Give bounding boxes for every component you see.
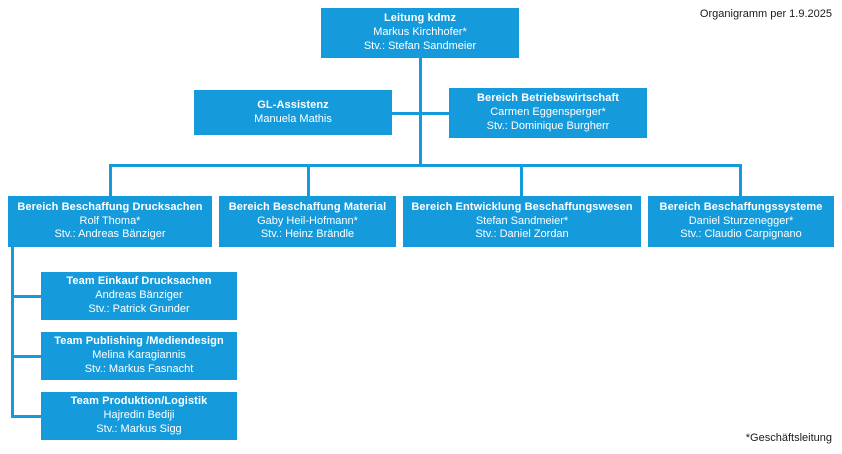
footnote-geschaeftsleitung: *Geschäftsleitung [745, 432, 832, 444]
node-deputy: Stv.: Markus Fasnacht [84, 362, 194, 375]
node-person: Andreas Bänziger [95, 289, 183, 302]
node-person: Stefan Sandmeier* [475, 214, 569, 227]
connector-stub-team-produktion [11, 415, 42, 418]
connector-drop-entwicklung [520, 164, 523, 197]
node-deputy: Stv.: Patrick Grunder [88, 302, 190, 315]
node-title: Bereich Beschaffungssysteme [659, 200, 823, 213]
connector-stub-team-publishing [11, 355, 42, 358]
node-title: Bereich Betriebswirtschaft [477, 92, 619, 105]
node-bereich-entwicklung-beschaffungswesen[interactable]: Bereich Entwicklung Beschaffungswesen St… [403, 196, 641, 247]
connector-drop-beschaffungssysteme [739, 164, 742, 197]
connector-drop-material [307, 164, 310, 197]
node-title: Bereich Beschaffung Material [228, 200, 387, 213]
connector-stub-team-einkauf [11, 295, 42, 298]
node-person: Manuela Mathis [254, 112, 332, 125]
node-team-publishing-mediendesign[interactable]: Team Publishing /Mediendesign Melina Kar… [41, 332, 237, 380]
node-gl-assistenz[interactable]: GL-Assistenz Manuela Mathis [194, 90, 392, 135]
connector-level2-crossbar [392, 112, 450, 115]
node-title: GL-Assistenz [257, 98, 329, 111]
connector-level3-bar [109, 164, 742, 167]
node-person: Markus Kirchhofer* [373, 26, 467, 39]
node-title: Leitung kdmz [383, 12, 457, 25]
node-deputy: Stv.: Daniel Zordan [475, 228, 569, 241]
node-deputy: Stv.: Dominique Burgherr [486, 119, 610, 132]
header-note: Organigramm per 1.9.2025 [699, 8, 832, 20]
node-person: Melina Karagiannis [92, 349, 186, 362]
node-person: Hajredin Bediji [103, 409, 175, 422]
node-title: Team Einkauf Drucksachen [66, 275, 212, 288]
node-title: Bereich Beschaffung Drucksachen [17, 200, 203, 213]
node-bereich-beschaffung-material[interactable]: Bereich Beschaffung Material Gaby Heil-H… [219, 196, 396, 247]
node-person: Gaby Heil-Hofmann* [257, 214, 358, 227]
connector-trunk-main [419, 57, 422, 165]
connector-teams-spine [11, 247, 14, 418]
node-person: Daniel Sturzenegger* [688, 214, 794, 227]
node-deputy: Stv.: Heinz Brändle [260, 228, 355, 241]
node-deputy: Stv.: Claudio Carpignano [680, 228, 802, 241]
node-title: Team Produktion/Logistik [70, 395, 208, 408]
node-title: Bereich Entwicklung Beschaffungswesen [411, 200, 633, 213]
node-deputy: Stv.: Markus Sigg [96, 422, 182, 435]
node-bereich-betriebswirtschaft[interactable]: Bereich Betriebswirtschaft Carmen Eggens… [449, 88, 647, 138]
node-person: Rolf Thoma* [79, 214, 141, 227]
node-deputy: Stv.: Andreas Bänziger [54, 228, 166, 241]
node-team-produktion-logistik[interactable]: Team Produktion/Logistik Hajredin Bediji… [41, 392, 237, 440]
node-leitung-kdmz[interactable]: Leitung kdmz Markus Kirchhofer* Stv.: St… [321, 8, 519, 58]
node-team-einkauf-drucksachen[interactable]: Team Einkauf Drucksachen Andreas Bänzige… [41, 272, 237, 320]
node-deputy: Stv.: Stefan Sandmeier [363, 39, 477, 52]
node-bereich-beschaffung-drucksachen[interactable]: Bereich Beschaffung Drucksachen Rolf Tho… [8, 196, 212, 247]
node-bereich-beschaffungssysteme[interactable]: Bereich Beschaffungssysteme Daniel Sturz… [648, 196, 834, 247]
node-title: Team Publishing /Mediendesign [54, 335, 224, 348]
connector-drop-drucksachen [109, 164, 112, 197]
node-person: Carmen Eggensperger* [490, 106, 606, 119]
